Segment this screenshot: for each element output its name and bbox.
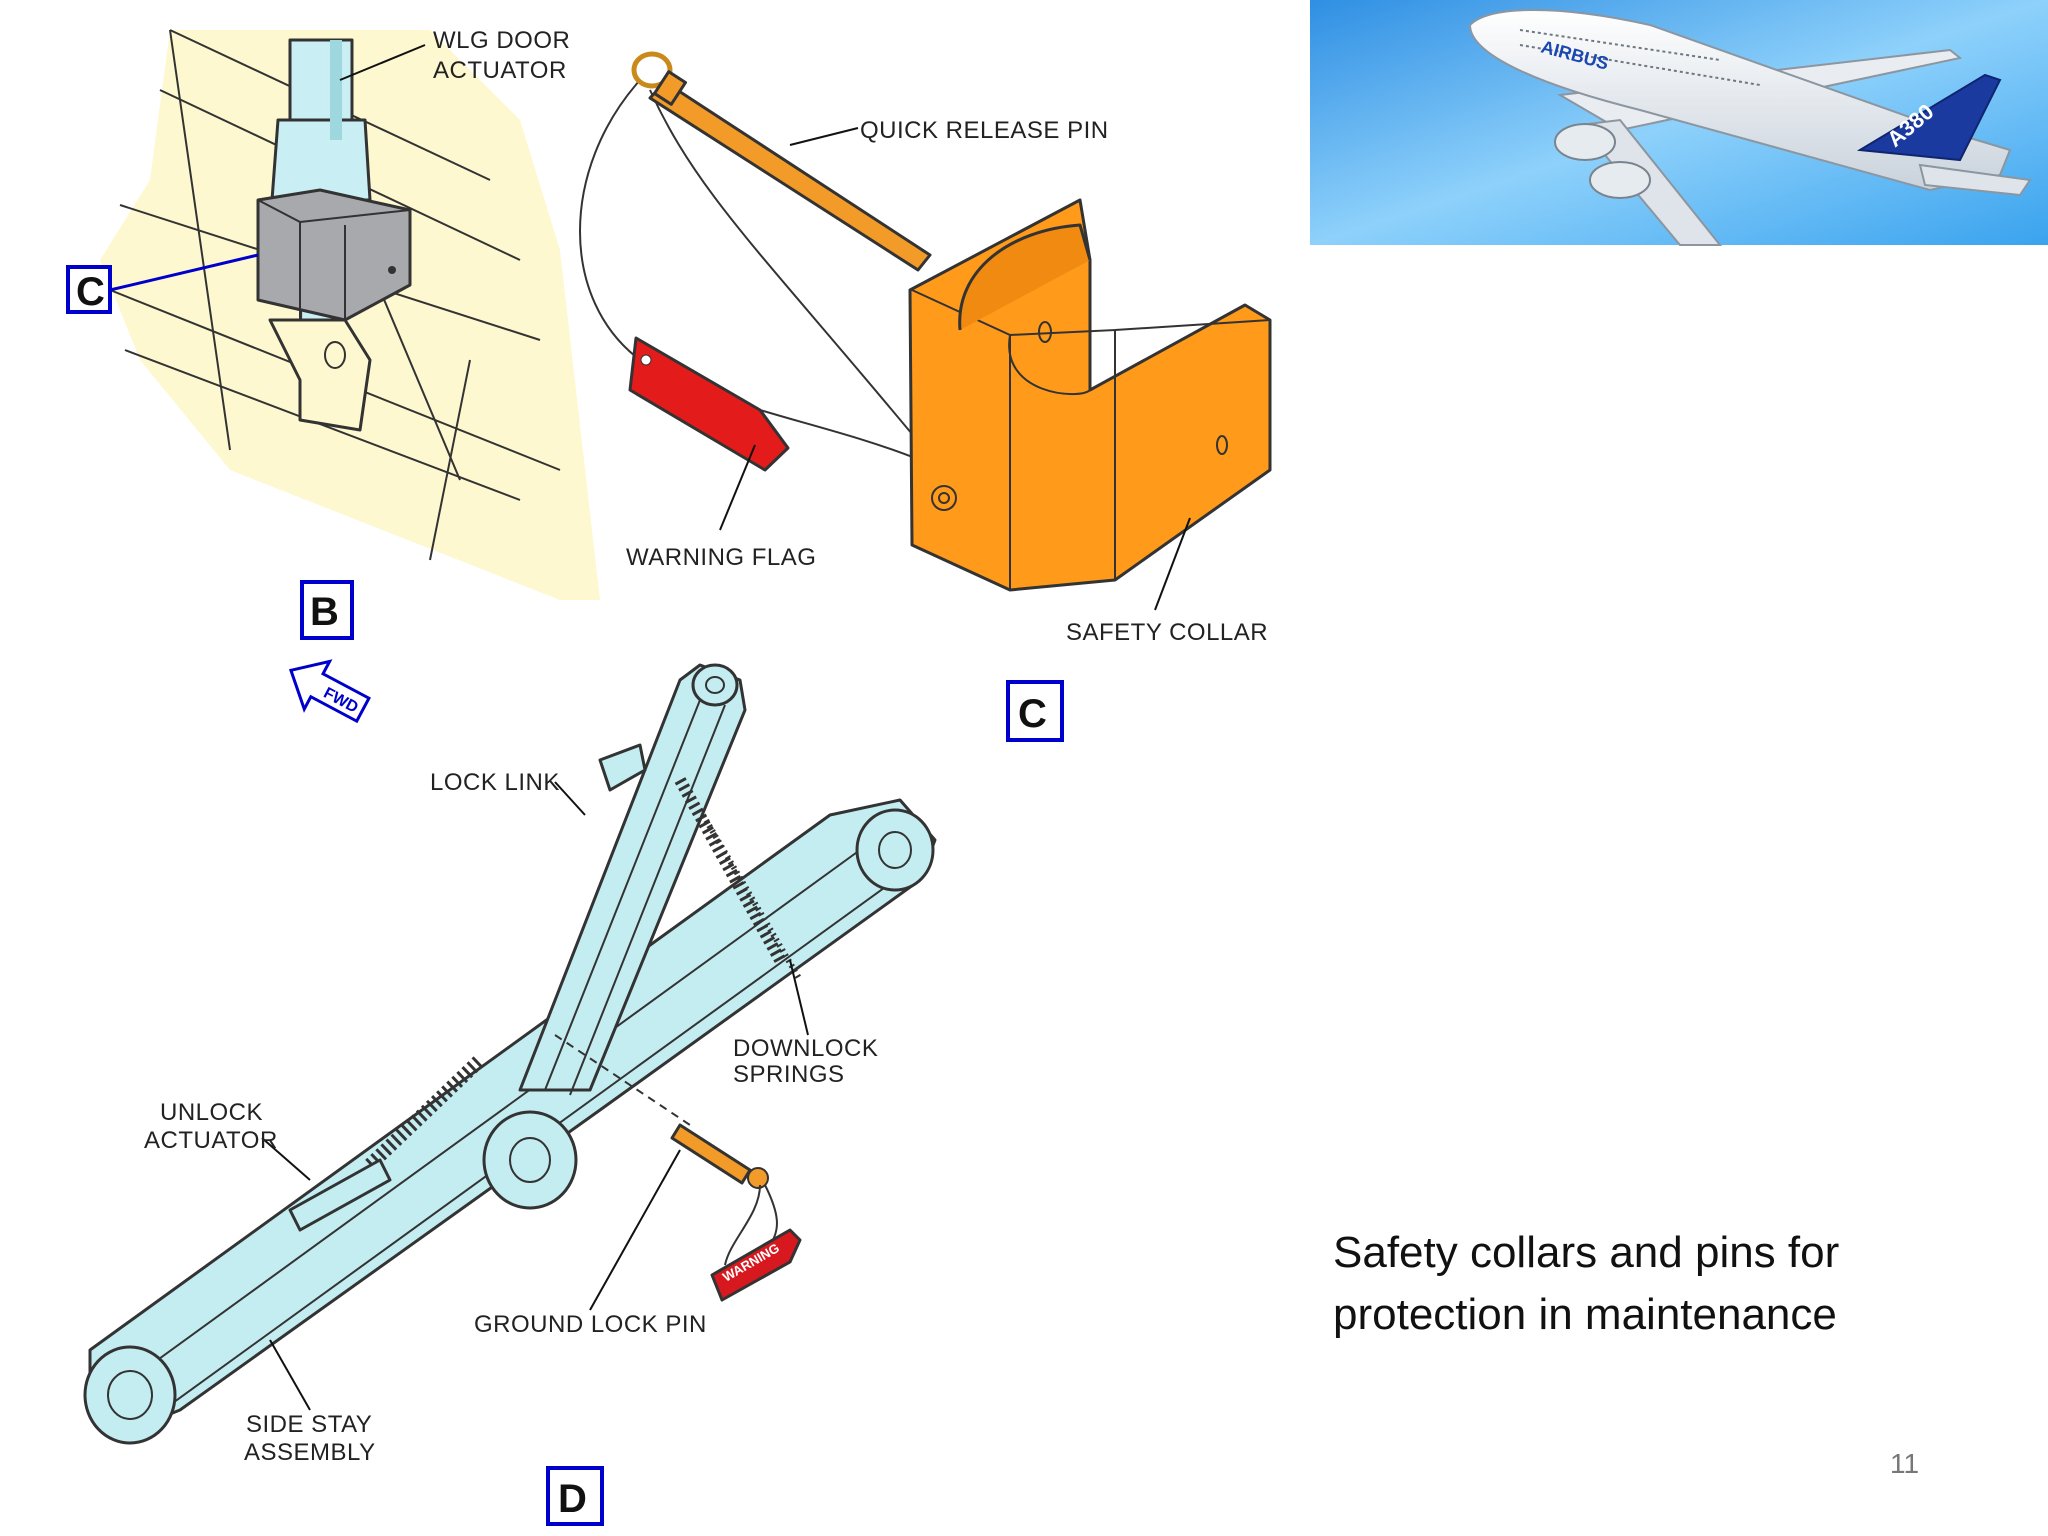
slide-caption: Safety collars and pins for protection i… [1333,1222,1953,1346]
view-b-panel: C WLG DOOR ACTUATOR B FWD [66,27,600,724]
gray-safety-collar [256,188,412,322]
fwd-arrow-icon: FWD [288,659,371,724]
wlg-door-actuator [270,38,372,362]
callout-c-letter: C [76,270,105,314]
label-unlock-actuator-line2: ACTUATOR [144,1127,278,1154]
view-c-box [1006,680,1064,742]
label-wlg-door-actuator-line1: WLG DOOR [433,27,570,54]
unlock-actuator [288,1054,485,1232]
side-stay-assembly [83,798,937,1445]
page-number: 11 [1890,1448,1920,1479]
view-d-letter: D [558,1477,587,1521]
quick-release-pin [631,51,932,272]
ground-lock-pin [670,1123,778,1266]
label-lock-link: LOCK LINK [430,769,560,796]
label-downlock-springs-line1: DOWNLOCK [733,1035,878,1062]
view-b-box [300,580,354,640]
label-wlg-door-actuator-line2: ACTUATOR [433,57,567,84]
label-downlock-springs-line2: SPRINGS [733,1061,845,1088]
view-d-box [546,1466,604,1526]
label-unlock-actuator-line1: UNLOCK [160,1099,263,1126]
lock-link [518,663,747,1096]
warning-flag [628,336,790,472]
orange-safety-collar [908,198,1272,592]
label-side-stay-assembly-line1: SIDE STAY [246,1411,372,1438]
label-warning-flag: WARNING FLAG [626,544,816,571]
view-b-letter: B [310,590,339,634]
label-quick-release-pin: QUICK RELEASE PIN [860,117,1109,144]
a380-photo: AIRBUS A380 [1310,0,2048,246]
view-c-panel: QUICK RELEASE PIN WARNING FLAG SAFETY CO… [579,51,1272,742]
caption-line-1: Safety collars and pins for [1333,1228,1840,1277]
callout-c-box [66,265,112,314]
caption-line-2: protection in maintenance [1333,1290,1837,1339]
view-d-panel: WARNING LOCK LINK DOWNLOCK SPRINGS UNLOC… [83,663,937,1526]
label-ground-lock-pin: GROUND LOCK PIN [474,1311,707,1338]
label-safety-collar: SAFETY COLLAR [1066,619,1268,646]
view-c-letter: C [1018,692,1047,736]
label-side-stay-assembly-line2: ASSEMBLY [244,1439,376,1466]
